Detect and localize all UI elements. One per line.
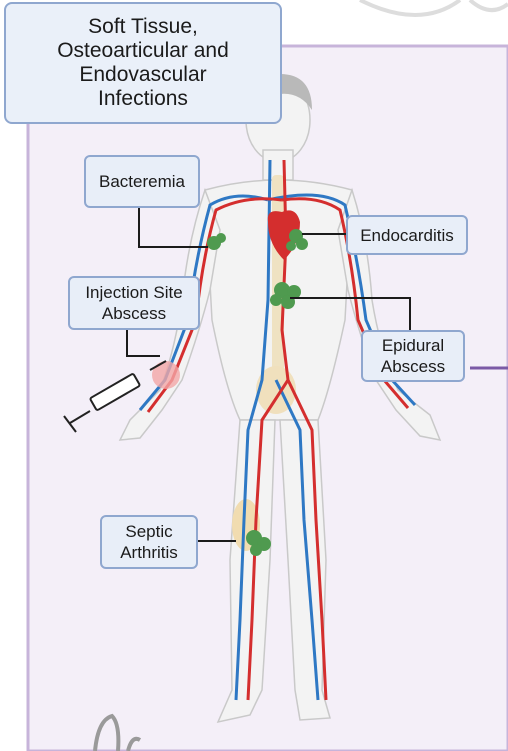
label-endocarditis: Endocarditis (346, 215, 468, 255)
label-text-line: Epidural (382, 335, 444, 356)
title-line: Endovascular (79, 63, 206, 87)
title-line: Osteoarticular and (57, 39, 229, 63)
label-text: Bacteremia (99, 171, 185, 192)
label-injection-site-abscess: Injection Site Abscess (68, 276, 200, 330)
label-text: Endocarditis (360, 225, 454, 246)
label-text-line: Septic (125, 521, 172, 542)
decorative-arc (470, 0, 508, 10)
label-text-line: Abscess (102, 303, 166, 324)
diagram-title: Soft Tissue, Osteoarticular and Endovasc… (4, 2, 282, 124)
title-line: Infections (98, 87, 188, 111)
label-text-line: Abscess (381, 356, 445, 377)
label-septic-arthritis: Septic Arthritis (100, 515, 198, 569)
label-text-line: Arthritis (120, 542, 178, 563)
label-bacteremia: Bacteremia (84, 155, 200, 208)
label-text-line: Injection Site (85, 282, 182, 303)
label-epidural-abscess: Epidural Abscess (361, 330, 465, 382)
injection-site-glow (152, 361, 180, 389)
title-line: Soft Tissue, (88, 15, 198, 39)
decorative-arc (360, 0, 460, 15)
